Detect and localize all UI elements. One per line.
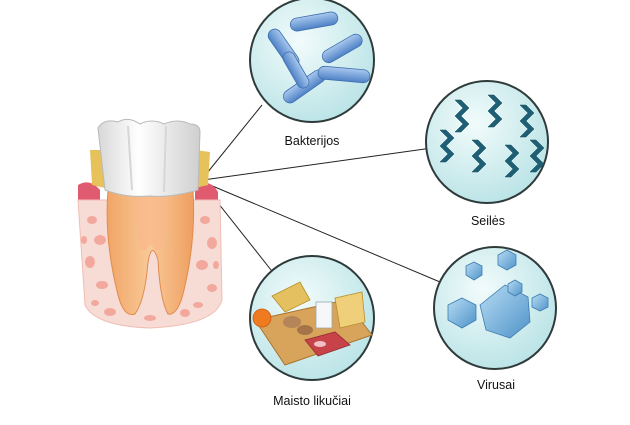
connector-lines bbox=[202, 104, 441, 283]
label-viruses: Virusai bbox=[477, 378, 515, 392]
virus-circle bbox=[433, 246, 557, 370]
saliva-circle bbox=[425, 80, 549, 204]
gum-bone bbox=[78, 182, 100, 205]
tooth-illustration bbox=[77, 118, 223, 329]
tooth-crown bbox=[97, 118, 201, 197]
label-saliva: Seilės bbox=[470, 214, 506, 228]
label-food: Maisto likučiai bbox=[273, 394, 351, 408]
label-bacteria: Bakterijos bbox=[284, 134, 340, 148]
bacteria-circle bbox=[249, 0, 375, 123]
food-circle bbox=[249, 255, 375, 381]
tooth-root bbox=[106, 189, 195, 316]
